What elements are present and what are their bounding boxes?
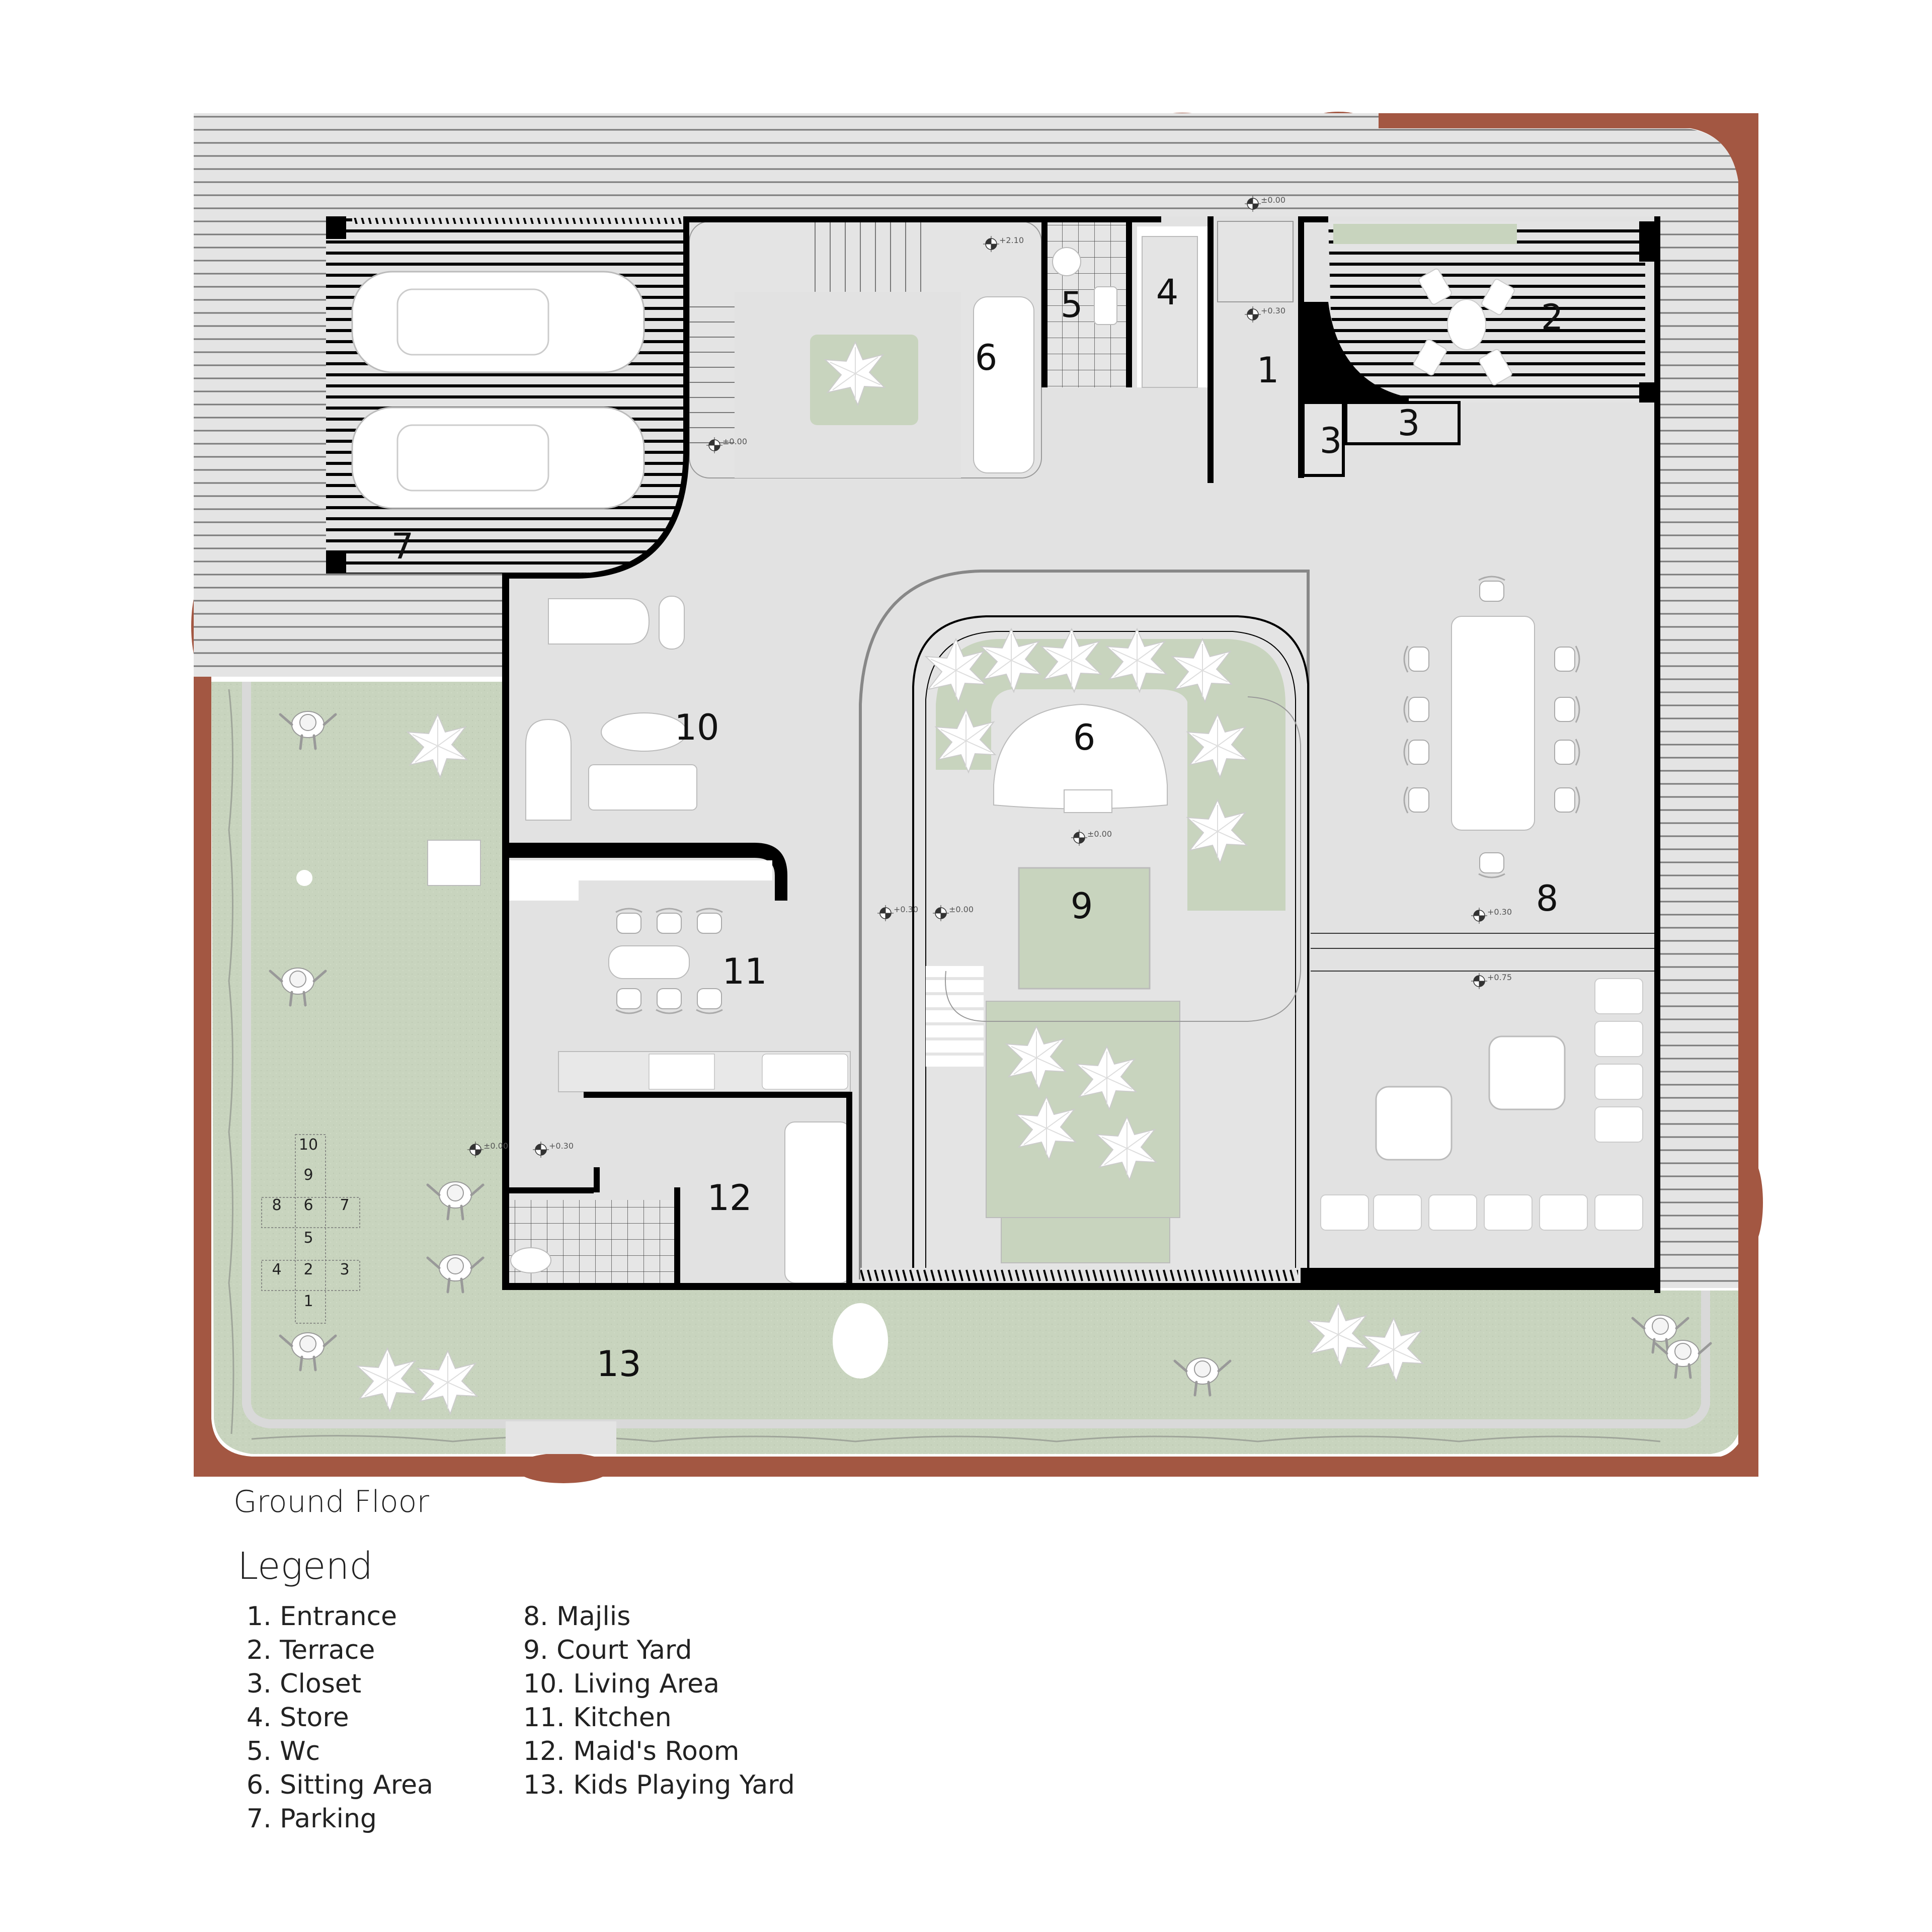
level-marker: +0.75: [1471, 973, 1512, 990]
level-value: +0.30: [1487, 907, 1512, 917]
level-marker: ±0.00: [706, 437, 747, 454]
stair-sitting-area: [689, 221, 1042, 478]
car-icon: [351, 271, 645, 373]
legend-item: 6. Sitting Area: [247, 1770, 433, 1800]
hopscotch-number: 1: [303, 1293, 313, 1310]
service-rooms: [1046, 221, 1294, 388]
level-value: ±0.00: [722, 437, 747, 446]
legend-item: 7. Parking: [247, 1804, 377, 1834]
level-marker: ±0.00: [467, 1141, 508, 1158]
yard-figures: [270, 711, 1711, 1414]
room-number-label: 7: [391, 526, 414, 567]
car-icon: [351, 407, 645, 509]
level-marker: ±0.00: [932, 905, 974, 922]
legend-item: 8. Majlis: [523, 1601, 631, 1632]
hopscotch-numbers: 10 9 8 6 7 5 4 2 3 1: [272, 1136, 349, 1310]
south-facade-screen: [860, 1268, 1298, 1283]
room-number-label: 10: [674, 707, 719, 748]
level-value: +0.30: [894, 905, 918, 914]
level-value: ±0.00: [484, 1141, 508, 1151]
room-number-label: 5: [1061, 284, 1083, 326]
majlis: [1311, 576, 1658, 1231]
room-number-label: 4: [1156, 272, 1179, 313]
room-number-label: 3: [1320, 420, 1342, 461]
level-value: ±0.00: [1261, 195, 1285, 205]
room-number-label: 11: [722, 951, 767, 992]
room-number-label: 2: [1541, 297, 1564, 338]
level-marker: ±0.00: [1071, 829, 1112, 846]
room-number-label: 8: [1536, 878, 1559, 919]
hopscotch-number: 5: [303, 1229, 313, 1247]
legend-title: Legend: [237, 1545, 373, 1588]
legend-item: 3. Closet: [247, 1669, 362, 1699]
hopscotch-number: 8: [272, 1196, 281, 1214]
hopscotch-number: 3: [340, 1261, 349, 1278]
level-value: ±0.00: [949, 905, 974, 914]
level-marker: +0.30: [877, 905, 918, 922]
room-number-label: 9: [1071, 886, 1093, 927]
hopscotch-number: 10: [299, 1136, 318, 1154]
level-markers: ±0.00 +2.10 +0.30 ±0.00 ±0.00 +0.30 ±0.00 +0.30…: [467, 195, 1512, 1158]
room-number-label: 12: [707, 1177, 752, 1219]
courtyard: [859, 570, 1310, 1280]
level-marker: ±0.00: [1244, 195, 1285, 212]
kids-playing-yard: [211, 682, 1738, 1454]
legend-item: 2. Terrace: [247, 1635, 375, 1665]
legend-item: 13. Kids Playing Yard: [523, 1770, 795, 1800]
level-marker: +0.30: [532, 1141, 574, 1158]
walls: [502, 216, 1660, 1293]
level-marker: +0.30: [1244, 306, 1285, 323]
level-marker: +2.10: [983, 235, 1024, 253]
level-value: +0.30: [549, 1141, 574, 1151]
legend-item: 11. Kitchen: [523, 1703, 672, 1733]
drawing-title: Ground Floor: [233, 1484, 430, 1519]
room-number-label: 6: [975, 337, 998, 378]
legend-item: 1. Entrance: [247, 1601, 397, 1632]
legend-column-2: 8. Majlis 9. Court Yard 10. Living Area …: [523, 1600, 795, 1802]
legend-item: 12. Maid's Room: [523, 1736, 740, 1766]
level-value: +0.30: [1261, 306, 1285, 315]
room-number-label: 1: [1257, 350, 1279, 391]
level-marker: +0.30: [1471, 907, 1512, 924]
room-number-label: 13: [596, 1343, 641, 1385]
legend-item: 9. Court Yard: [523, 1635, 692, 1665]
legend-item: 10. Living Area: [523, 1669, 720, 1699]
hopscotch-number: 2: [303, 1261, 313, 1278]
terrace: [1303, 221, 1655, 403]
closets: [1302, 401, 1461, 477]
maids-room: [506, 1121, 851, 1285]
legend-item: 4. Store: [247, 1703, 349, 1733]
kitchen: [506, 843, 851, 1092]
legend-column-1: 1. Entrance 2. Terrace 3. Closet 4. Stor…: [247, 1600, 433, 1836]
level-value: +0.75: [1487, 973, 1512, 982]
hopscotch-number: 9: [303, 1166, 313, 1184]
room-number-label: 3: [1398, 403, 1420, 444]
outer-paving: [194, 113, 1738, 1288]
hopscotch-number: 6: [303, 1196, 313, 1214]
level-value: +2.10: [999, 235, 1024, 245]
legend-item: 5. Wc: [247, 1736, 320, 1766]
hopscotch-number: 7: [340, 1196, 349, 1214]
room-number-label: 6: [1073, 717, 1096, 758]
parking-area: [326, 216, 687, 574]
level-value: ±0.00: [1087, 829, 1112, 839]
hopscotch-grid: [261, 1134, 360, 1324]
living-area-furniture: [525, 596, 697, 821]
hopscotch-number: 4: [272, 1261, 281, 1278]
